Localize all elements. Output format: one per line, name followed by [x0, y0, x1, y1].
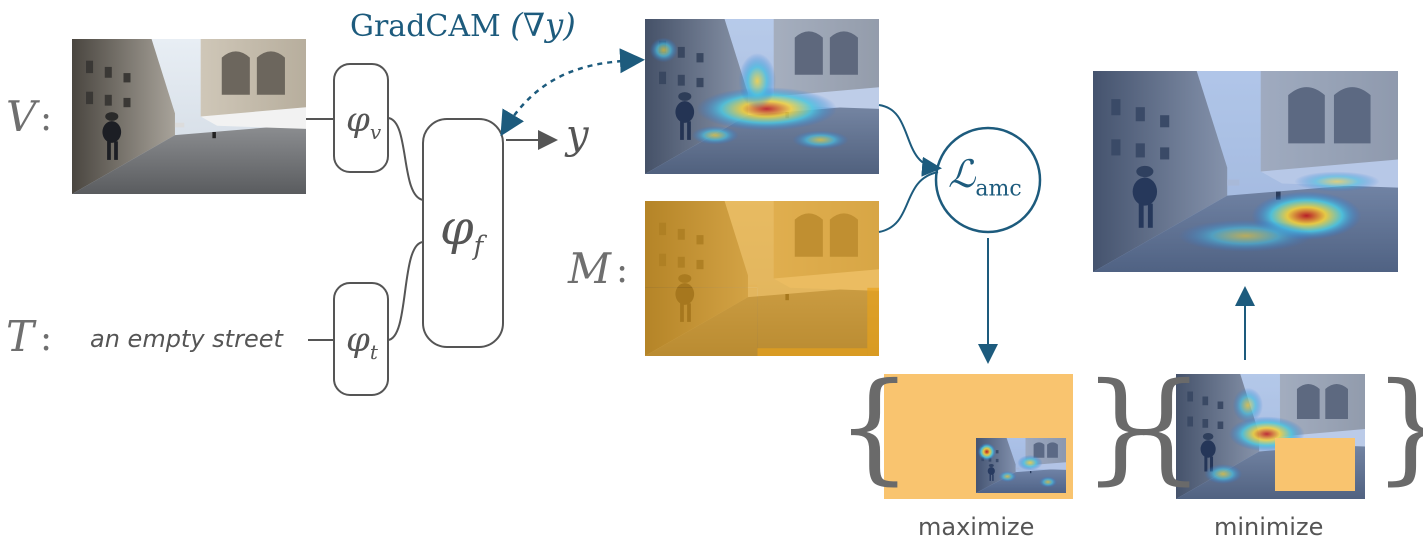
gradcam-dashed-arrow — [500, 48, 645, 137]
phi-t-symbol: φt — [346, 320, 378, 364]
minimize-brace-close: } — [1373, 368, 1423, 488]
maximize-tile — [884, 374, 1073, 499]
mask-image — [645, 201, 879, 356]
phi-t-to-phi-f-curve — [387, 241, 424, 341]
video-label: V — [6, 92, 37, 141]
maximize-brace-open: { — [836, 358, 913, 497]
mask-colon: : — [616, 250, 629, 291]
text-input-caption: an empty street — [90, 325, 283, 353]
gradcam-heatmap-image — [645, 19, 879, 174]
loss-circle — [934, 126, 1042, 234]
heatmap-to-loss-curve — [878, 104, 942, 177]
maximize-brace-close: } — [1083, 358, 1160, 497]
mask-to-loss-curve — [878, 171, 939, 233]
minimize-caption: minimize — [1214, 513, 1324, 541]
mask-label: M — [568, 244, 612, 293]
text-label: T — [6, 312, 35, 361]
minimize-brace-open: { — [1128, 358, 1205, 497]
phi-v-to-phi-f-curve — [387, 117, 424, 201]
gradcam-title: GradCAM (∇y) — [350, 6, 576, 44]
text-colon: : — [40, 318, 53, 359]
phi-f-box — [422, 118, 504, 348]
phi-f-symbol: φf — [440, 200, 484, 262]
loss-symbol: ℒamc — [948, 152, 1022, 202]
video-colon: : — [40, 98, 53, 139]
phi-v-symbol: φv — [346, 100, 382, 144]
minimized-result-image — [1093, 71, 1398, 272]
maximize-caption: maximize — [918, 513, 1035, 541]
output-y: y — [566, 112, 589, 158]
minimize-tile — [1176, 374, 1365, 499]
input-image — [72, 39, 306, 194]
